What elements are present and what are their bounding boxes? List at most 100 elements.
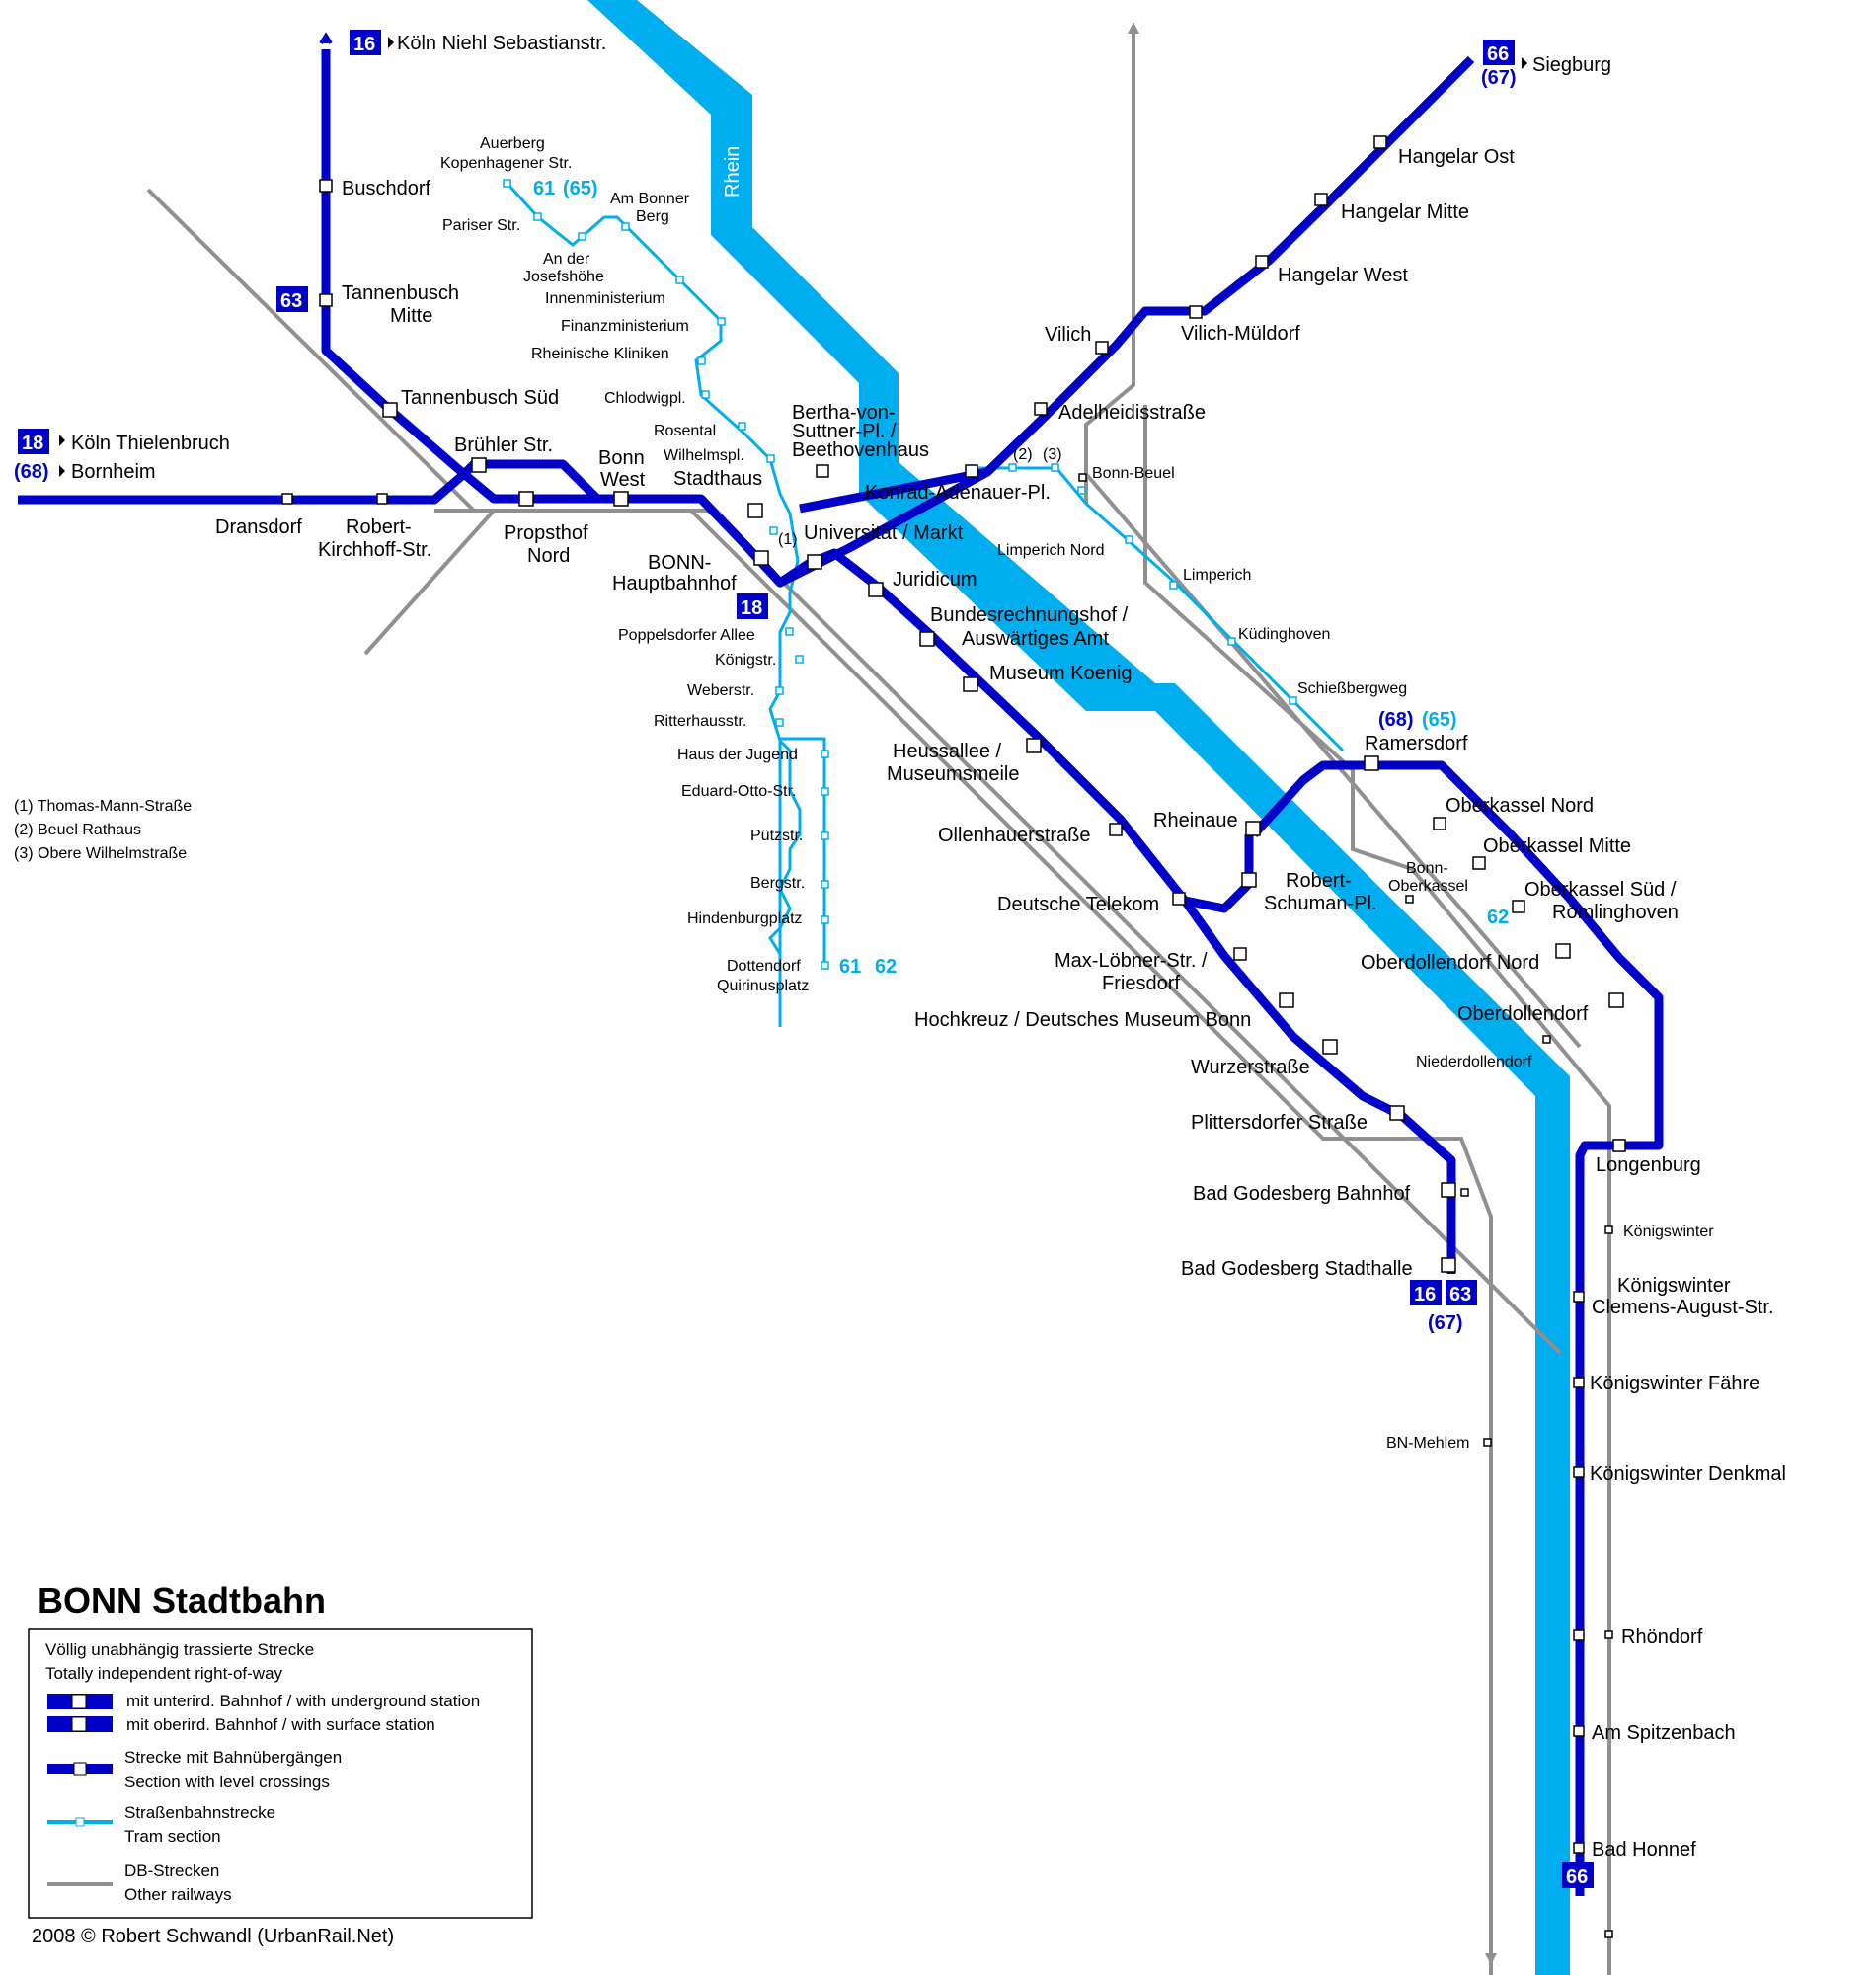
db-railways bbox=[146, 28, 1611, 1975]
label: Vilich-Müldorf bbox=[1181, 323, 1300, 345]
label: Brühler Str. bbox=[454, 434, 553, 456]
label: Stadthaus bbox=[673, 468, 762, 490]
label: Museum Koenig bbox=[989, 663, 1133, 684]
badge-66: 66 bbox=[1487, 43, 1509, 65]
station-labels: Buschdorf Tannenbusch Mitte Tannenbusch … bbox=[215, 146, 1786, 1860]
tram-stops bbox=[503, 179, 1297, 970]
tram-stop bbox=[785, 627, 794, 636]
tram-stop bbox=[821, 831, 829, 840]
station-bundesrechnungshof bbox=[919, 631, 935, 647]
line-66-south bbox=[1372, 760, 1664, 1896]
legend-text: Tram section bbox=[124, 1827, 221, 1846]
label: Haus der Jugend bbox=[677, 747, 798, 763]
label: Konrad-Adenauer-Pl. bbox=[865, 482, 1051, 504]
label: Schießbergweg bbox=[1297, 680, 1407, 697]
label: Eduard-Otto-Str. bbox=[681, 783, 797, 800]
label: Chlodwigpl. bbox=[604, 390, 686, 407]
rail-left-rhine bbox=[689, 509, 1493, 1975]
label: Rheinische Kliniken bbox=[531, 346, 669, 362]
label: Hangelar Mitte bbox=[1341, 201, 1469, 223]
label: Poppelsdorfer Allee bbox=[618, 627, 755, 644]
legend-text: Völlig unabhängig trassierte Strecke bbox=[45, 1640, 314, 1659]
label: Vilich bbox=[1045, 324, 1091, 346]
label: Beethovenhaus bbox=[792, 439, 929, 461]
map-title: BONN Stadtbahn bbox=[38, 1580, 326, 1620]
tram-auerberg bbox=[506, 182, 802, 1027]
tram-stop bbox=[1125, 535, 1133, 544]
legend-swatch-surface-station bbox=[71, 1716, 87, 1732]
label: Museumsmeile bbox=[887, 763, 1019, 785]
label: Mitte bbox=[390, 305, 432, 327]
station-vilich bbox=[1095, 341, 1109, 355]
station-bertha bbox=[816, 464, 829, 478]
db-station-kw bbox=[1604, 1225, 1613, 1234]
station-kw-faehre bbox=[1573, 1377, 1585, 1388]
station-tannenbusch-mitte bbox=[319, 293, 333, 307]
label: BONN- bbox=[648, 552, 711, 574]
label: Longenburg bbox=[1596, 1154, 1701, 1176]
label: Wilhelmspl. bbox=[664, 447, 744, 464]
tram-stop bbox=[738, 422, 746, 431]
station-hochkreuz bbox=[1279, 992, 1294, 1008]
station-hangelar-ost bbox=[1373, 135, 1387, 149]
label: Ritterhausstr. bbox=[654, 713, 746, 730]
label: Deutsche Telekom bbox=[997, 894, 1159, 915]
station-universitaet bbox=[807, 554, 822, 570]
label: Oberkassel bbox=[1388, 878, 1468, 895]
label: Propsthof bbox=[504, 522, 588, 544]
label: Quirinusplatz bbox=[717, 978, 809, 994]
station-markers bbox=[281, 135, 1626, 1854]
tram-stop bbox=[701, 390, 710, 399]
label: Clemens-August-Str. bbox=[1592, 1297, 1774, 1318]
label: Bad Godesberg Stadthalle bbox=[1181, 1258, 1413, 1280]
tram-stop bbox=[775, 718, 784, 727]
label: Rhöndorf bbox=[1621, 1626, 1703, 1648]
rail-euskirchen bbox=[363, 509, 496, 656]
label: Kopenhagener Str. bbox=[440, 155, 572, 172]
label: Am Spitzenbach bbox=[1592, 1722, 1736, 1744]
label: Adelheidisstraße bbox=[1058, 402, 1206, 424]
db-station-rhoendorf bbox=[1604, 1630, 1613, 1639]
label: Römlinghoven bbox=[1552, 902, 1679, 923]
label: Hangelar West bbox=[1278, 265, 1408, 286]
label: Dottendorf bbox=[727, 958, 801, 975]
label: Niederdollendorf bbox=[1416, 1054, 1532, 1070]
footnotes: (1) Thomas-Mann-Straße (2) Beuel Rathaus… bbox=[14, 798, 192, 862]
label: Auswärtiges Amt bbox=[962, 628, 1109, 650]
terminus-koeln-niehl: Köln Niehl Sebastianstr. bbox=[397, 33, 606, 54]
label: Wurzerstraße bbox=[1191, 1057, 1310, 1078]
label: Rosental bbox=[654, 423, 716, 439]
tram-stop bbox=[533, 212, 542, 221]
label: Bad Honnef bbox=[1592, 1839, 1696, 1860]
badge-63-bg bbox=[276, 286, 308, 312]
legend-swatch-underground-station bbox=[71, 1694, 87, 1709]
tram-stop bbox=[697, 356, 706, 365]
label: Limperich bbox=[1183, 567, 1251, 584]
tram-stop bbox=[775, 686, 784, 695]
line-66-ramersdorf bbox=[983, 411, 1051, 476]
label: Am Bonner bbox=[610, 191, 690, 207]
legend-text: Section with level crossings bbox=[124, 1773, 330, 1791]
station-kw-clemens bbox=[1573, 1291, 1585, 1303]
badge-63: 63 bbox=[280, 290, 302, 312]
tram-stop bbox=[795, 655, 804, 664]
badge-66-bg bbox=[1483, 40, 1515, 65]
label: Buschdorf bbox=[342, 178, 430, 199]
tram-labels: Auerberg Kopenhagener Str. Pariser Str. … bbox=[440, 135, 1714, 1452]
badge-16b: 16 bbox=[1414, 1284, 1436, 1305]
arrow-icon bbox=[59, 434, 65, 446]
legend-text: Totally independent right-of-way bbox=[45, 1664, 283, 1683]
station-schuman bbox=[1241, 872, 1257, 888]
label: Bundesrechnungshof / bbox=[930, 604, 1129, 626]
label: BN-Mehlem bbox=[1386, 1435, 1469, 1452]
label: Weberstr. bbox=[687, 682, 754, 699]
label: Pützstr. bbox=[750, 828, 803, 844]
tram-south bbox=[778, 737, 826, 1027]
label: Innenministerium bbox=[545, 290, 665, 307]
badge-65: (65) bbox=[563, 178, 598, 199]
station-oberkassel-sued bbox=[1512, 900, 1525, 913]
label: Königswinter bbox=[1617, 1275, 1731, 1297]
db-station-bonn-oberkassel bbox=[1405, 895, 1414, 904]
station-godesberg-bf bbox=[1441, 1182, 1456, 1198]
station-spitzenbach bbox=[1573, 1725, 1585, 1737]
